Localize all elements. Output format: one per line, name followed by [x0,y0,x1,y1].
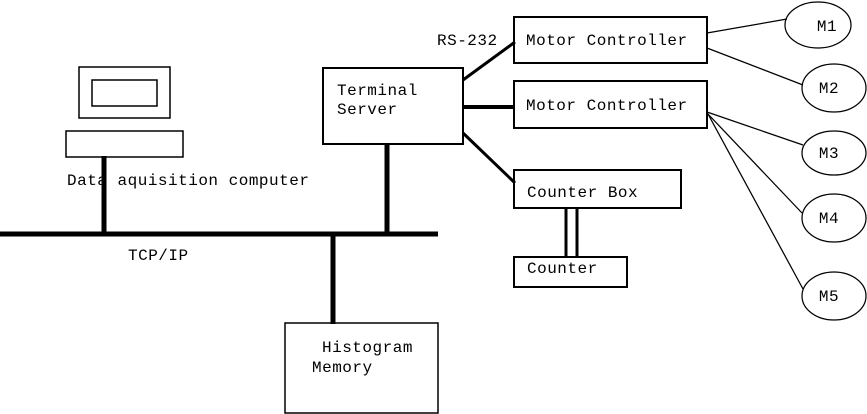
counter-node-box [513,256,628,288]
terminal-server-box [322,67,464,145]
rs232-label: RS-232 [437,32,498,50]
motor-m4-label: M4 [819,210,839,228]
motor-controller-1-label: Motor Controller [526,32,688,50]
connector-mc1-to-m2 [706,47,804,86]
motor-controller-1-box [513,16,708,64]
histogram-memory-label-line2: Memory [312,359,373,377]
monitor-screen-icon [91,79,158,107]
motor-m2-node [801,63,867,113]
connector-mc2-to-m5 [707,113,804,290]
connector-terminal-server-to-mc1 [462,40,516,82]
histogram-memory-box [284,322,439,414]
computer-icon [65,66,184,158]
motor-m3-label: M3 [819,145,839,163]
motor-m1-node [784,1,852,49]
computer-label: Data aquisition computer [67,172,309,190]
motor-m1-label: M1 [817,18,837,36]
motor-m4-node [801,193,867,243]
connector-mc1-to-m1 [706,18,788,34]
motor-controller-2-box [513,80,708,129]
motor-m2-label: M2 [819,80,839,98]
motor-m3-node [801,130,867,176]
connector-terminal-server-to-counter-box [461,131,517,185]
terminal-server-label-line1: Terminal [337,82,418,100]
terminal-server-label-line2: Server [337,101,398,119]
connector-mc2-to-m3 [706,111,804,146]
connector-mc2-to-m4 [706,112,803,214]
counter-label: Counter [527,260,598,278]
motor-m5-label: M5 [819,288,839,306]
motor-m5-node [801,271,867,321]
motor-controller-2-label: Motor Controller [526,97,688,115]
histogram-memory-label-line1: Histogram [322,339,413,357]
tcpip-label: TCP/IP [128,247,189,265]
counter-box-label: Counter Box [527,184,638,202]
counter-box-box [513,169,682,209]
keyboard-icon [65,130,184,158]
